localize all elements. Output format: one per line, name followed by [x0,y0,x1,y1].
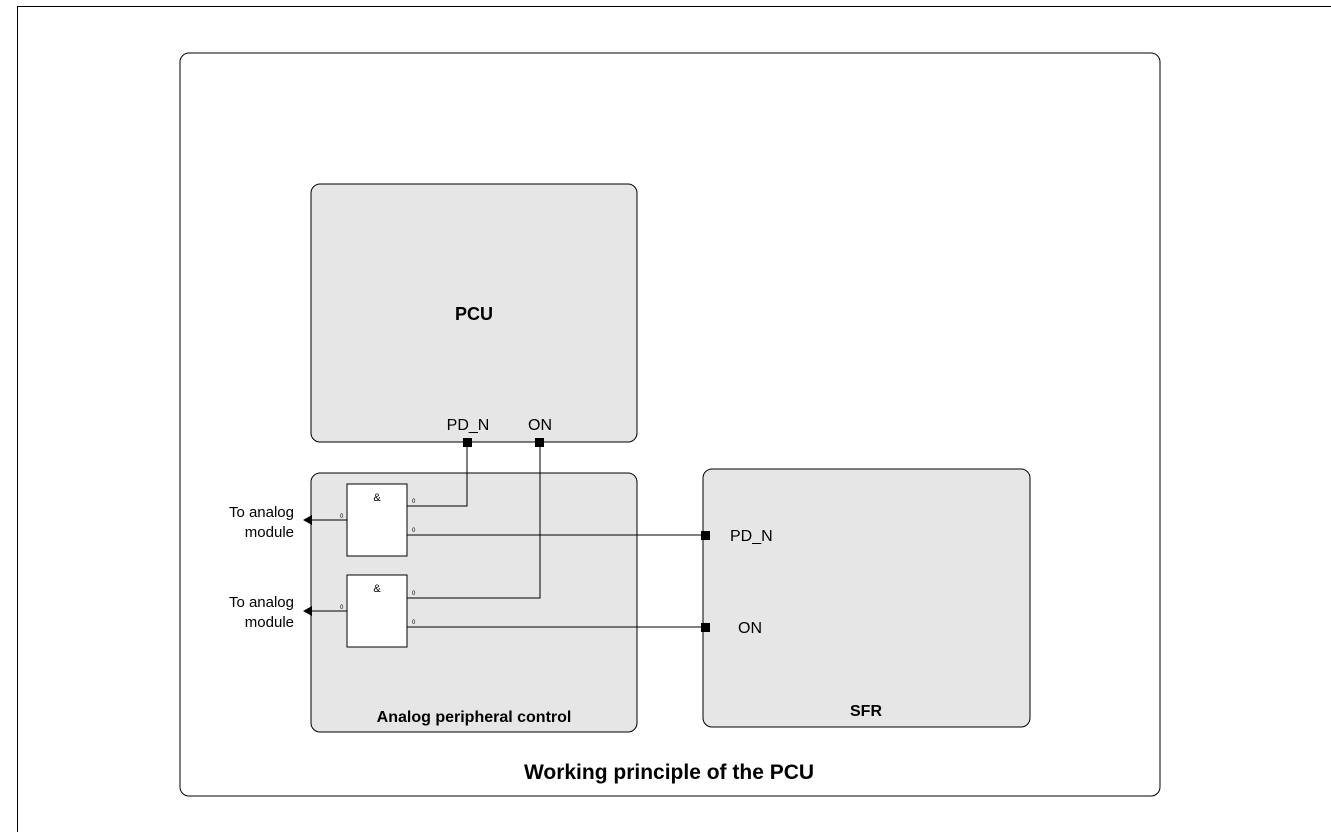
sfr-title: SFR [850,703,882,720]
sfr-pd-n-port [701,531,710,540]
and-gate-1 [346,483,408,557]
and-gate-1-symbol: & [373,492,381,504]
gate-2-input-2-pin: 0 [412,620,416,626]
gate-1-input-2-pin: 0 [412,528,416,534]
output-2-label-line-2: module [245,614,294,631]
gate-1-output-pin: 0 [340,514,344,520]
analog-peripheral-control-title: Analog peripheral control [377,709,572,726]
gate-1-input-1-pin: 0 [412,499,416,505]
output-1-label-line-2: module [245,524,294,541]
pcu-port-pd-n-label: PD_N [447,417,490,434]
pcu-on-port [535,438,544,447]
sfr-port-pd-n-label: PD_N [730,528,773,545]
page-border-top [17,6,1331,7]
sfr-block [702,468,1031,728]
pcu-pd-n-port [463,438,472,447]
sfr-port-on-label: ON [738,620,762,637]
pcu-title: PCU [455,304,493,324]
wire-pcu-on-to-gate-2 [407,442,541,599]
gate-1-output-arrow [303,515,312,525]
and-gate-2-symbol: & [373,583,381,595]
output-2-label-line-1: To analog [229,594,294,611]
output-1-label-line-1: To analog [229,504,294,521]
gate-2-output-pin: 0 [340,605,344,611]
wire-pcu-pd-n-to-gate-1 [407,442,468,507]
pcu-port-on-label: ON [528,417,552,434]
pcu-block [310,183,638,443]
gate-2-input-1-pin: 0 [412,591,416,597]
figure-caption: Working principle of the PCU [524,761,814,784]
sfr-on-port [701,623,710,632]
gate-2-output-arrow [303,606,312,616]
page-border-left [17,6,18,832]
